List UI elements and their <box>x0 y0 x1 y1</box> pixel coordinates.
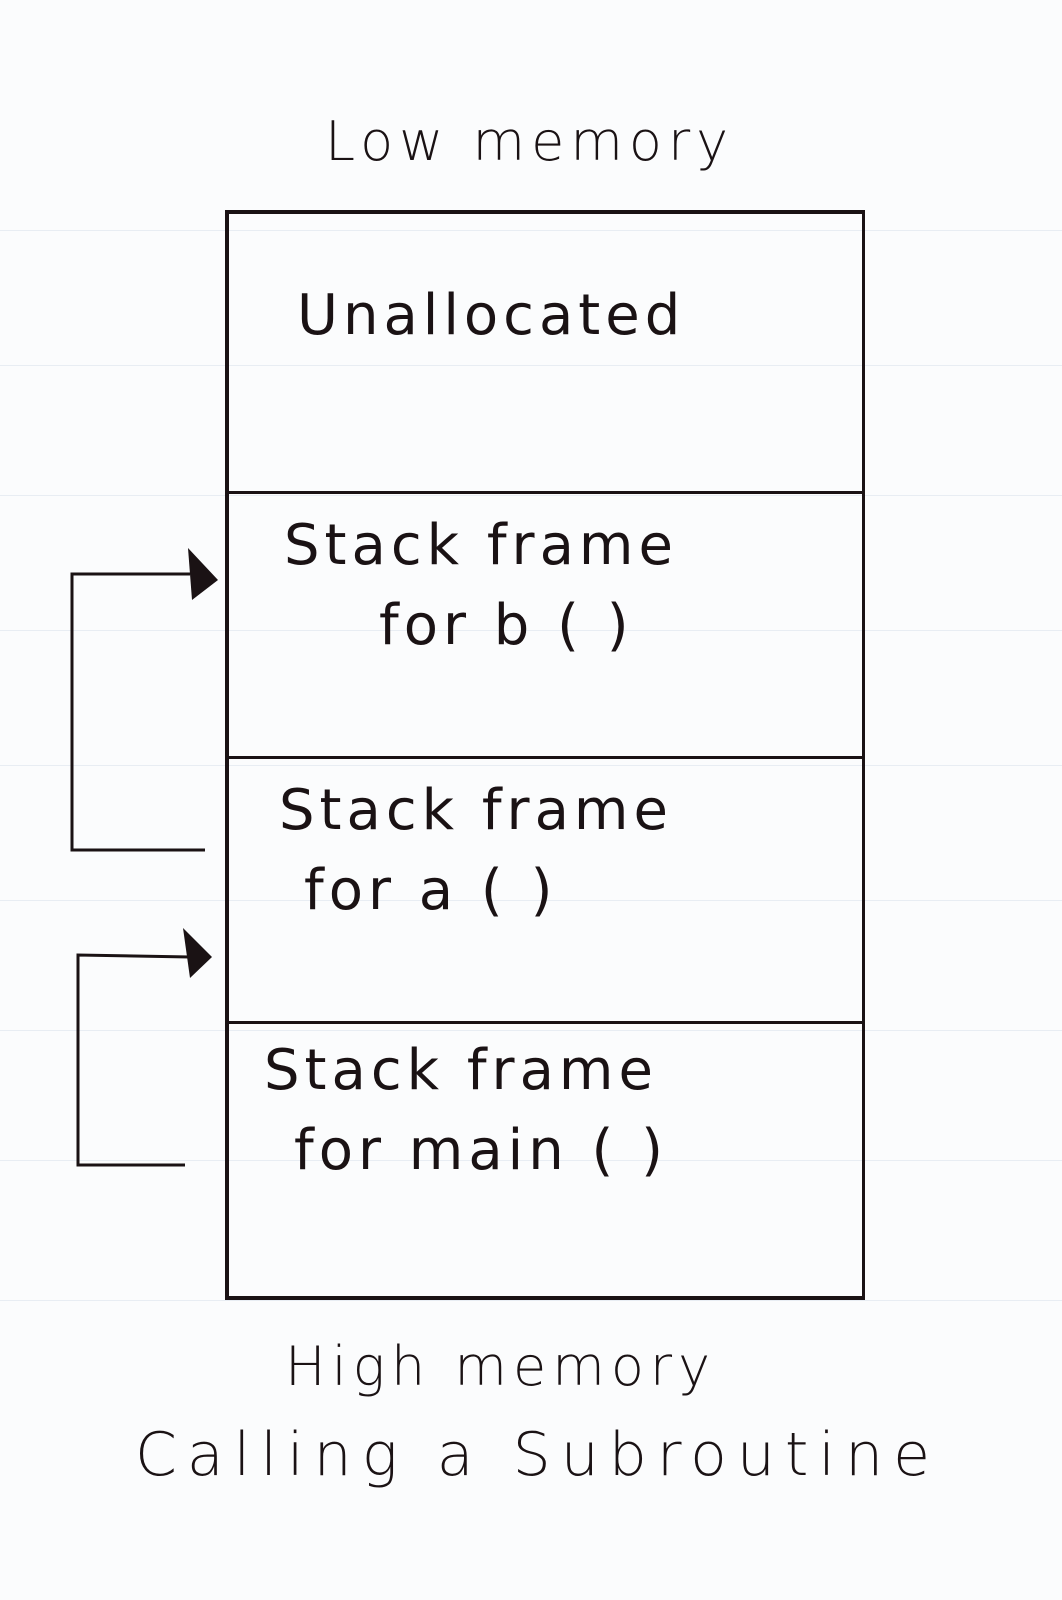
stack-frame-a: Stack frame for a ( ) <box>229 759 862 1024</box>
region-label: Unallocated <box>297 283 686 348</box>
paper-rule <box>0 1160 1062 1161</box>
region-sublabel: for b ( ) <box>379 593 634 658</box>
unallocated-region: Unallocated <box>229 214 862 494</box>
paper-rule <box>0 1030 1062 1031</box>
arrow-a-to-b <box>70 548 218 852</box>
paper-rule <box>0 230 1062 231</box>
low-memory-label: Low memory <box>325 110 735 173</box>
paper-rule <box>0 1300 1062 1301</box>
region-label: Stack frame <box>279 778 673 843</box>
memory-stack: Unallocated Stack frame for b ( ) Stack … <box>225 210 865 1300</box>
paper-rule <box>0 900 1062 901</box>
diagram-title: Calling a Subroutine <box>135 1420 941 1490</box>
arrow-main-to-a <box>76 928 212 1167</box>
paper-rule <box>0 495 1062 496</box>
stack-frame-b: Stack frame for b ( ) <box>229 494 862 759</box>
high-memory-label: High memory <box>285 1335 717 1398</box>
region-label: Stack frame <box>284 513 678 578</box>
region-label: Stack frame <box>264 1038 658 1103</box>
paper-rule <box>0 365 1062 366</box>
region-sublabel: for a ( ) <box>304 858 558 923</box>
paper-rule <box>0 765 1062 766</box>
arrowhead-icon <box>188 548 218 600</box>
stack-frame-main: Stack frame for main ( ) <box>229 1024 862 1300</box>
region-sublabel: for main ( ) <box>294 1118 669 1183</box>
arrowhead-icon <box>183 928 212 978</box>
paper-rule <box>0 630 1062 631</box>
